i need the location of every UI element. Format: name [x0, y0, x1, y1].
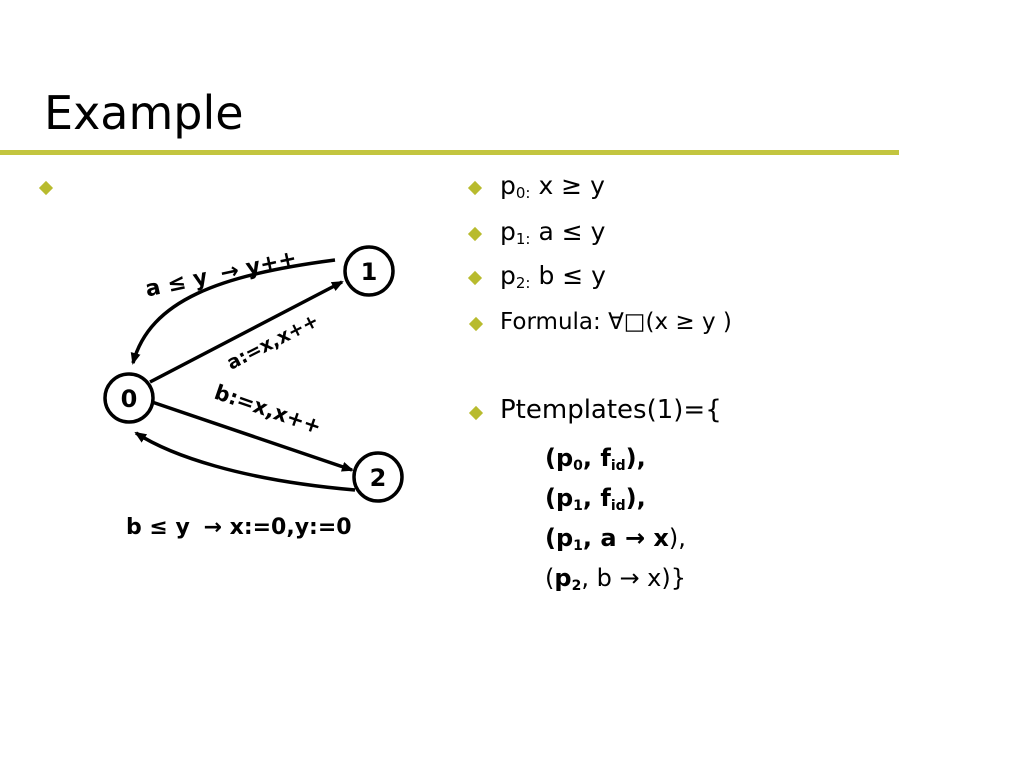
state-node-0 [103, 372, 155, 424]
prop-p0: p0: x ≥ y [500, 171, 605, 202]
slide-title: Example [44, 86, 244, 140]
edge-0-to-2 [151, 400, 354, 472]
edge-1-0-label: a ≤ y → y++ [143, 246, 299, 302]
edge-1-to-0 [130, 258, 336, 365]
state-node-1 [343, 245, 395, 297]
edge-0-2-label: b:=x,x++ [211, 380, 324, 439]
template-item: (p1, fid), [545, 484, 646, 514]
template-item: (p0, fid), [545, 444, 646, 474]
edge-1-0-action: y++ [244, 246, 299, 281]
edge-1-0-arrow: → [218, 258, 241, 286]
edge-0-to-1 [149, 280, 344, 384]
edge-2-0-action: x:=0,y:=0 [230, 515, 352, 540]
template-item: (p2, b → x)} [545, 564, 687, 594]
edge-1-0-guard: a ≤ y [143, 265, 210, 303]
edge-2-0-guard: b ≤ y [126, 515, 190, 540]
state-label-2: 2 [370, 464, 387, 492]
edge-2-0-arrow: → [204, 515, 222, 540]
prop-p2: p2: b ≤ y [500, 261, 606, 292]
template-item: (p1, a → x), [545, 524, 686, 554]
ptemplates-heading: Ptemplates(1)={ [500, 395, 722, 425]
state-label-1: 1 [361, 258, 378, 286]
edge-2-0-label: b ≤ y → x:=0,y:=0 [126, 515, 352, 540]
prop-p1: p1: a ≤ y [500, 217, 606, 248]
title-underline [0, 150, 899, 155]
state-label-0: 0 [121, 385, 138, 413]
state-node-2 [352, 451, 404, 503]
edge-2-to-0 [134, 431, 356, 492]
formula: Formula: ∀□(x ≥ y ) [500, 309, 732, 335]
